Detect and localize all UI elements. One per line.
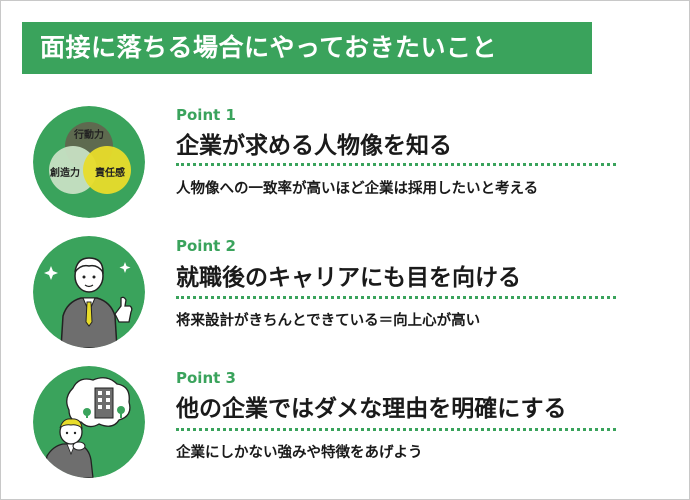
point-3-divider: [176, 428, 616, 431]
venn-circle-creativity: [49, 146, 97, 194]
venn-label-responsibility: 責任感: [95, 166, 125, 179]
point-1-label: Point 1: [176, 106, 236, 124]
point-1-divider: [176, 163, 616, 166]
venn-diagram-illustration: 行動力 創造力 責任感: [33, 106, 145, 218]
person-thumbs-up-icon: [33, 236, 145, 348]
venn-circle-responsibility: [83, 146, 131, 194]
point-3-label: Point 3: [176, 369, 236, 387]
point-3-description: 企業にしかない強みや特徴をあげよう: [176, 445, 423, 461]
point-3-title: 他の企業ではダメな理由を明確にする: [176, 396, 567, 422]
page-title-banner: 面接に落ちる場合にやっておきたいこと: [22, 22, 592, 74]
person-thinking-building-icon: [33, 366, 145, 478]
point-2-label: Point 2: [176, 237, 236, 255]
point-1-title: 企業が求める人物像を知る: [176, 133, 452, 159]
venn-label-action: 行動力: [73, 128, 104, 141]
point-1-description: 人物像への一致率が高いほど企業は採用したいと考える: [176, 181, 539, 197]
point-2-divider: [176, 296, 616, 299]
point-2-title: 就職後のキャリアにも目を向ける: [176, 265, 521, 291]
venn-label-creativity: 創造力: [49, 166, 80, 179]
point-2-description: 将来設計がきちんとできている＝向上心が高い: [176, 313, 481, 329]
